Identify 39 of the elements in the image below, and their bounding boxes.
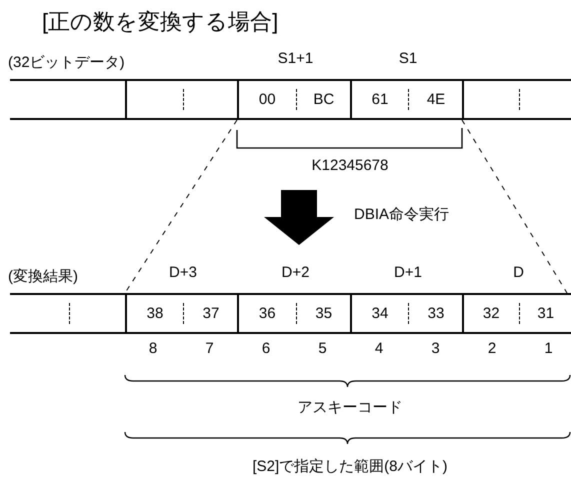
- byte-number: 2: [488, 339, 496, 358]
- byte-value: 37: [202, 304, 220, 323]
- register-cell: [125, 79, 237, 120]
- byte-number: 7: [205, 339, 214, 358]
- register-name: S1+1: [278, 49, 314, 68]
- byte-value: BC: [313, 90, 334, 109]
- byte-number: 3: [431, 339, 440, 358]
- register-cell: [462, 79, 571, 120]
- byte-value: 36: [258, 304, 276, 323]
- bracket-label: K12345678: [312, 156, 388, 175]
- brace-label: アスキーコード: [298, 398, 402, 417]
- register-name: D+2: [282, 263, 310, 282]
- instruction-label: DBIA命令実行: [354, 205, 450, 224]
- byte-value: 4E: [426, 90, 446, 109]
- expansion-line: [124, 120, 238, 294]
- byte-value: 38: [146, 304, 164, 323]
- byte-number: 5: [318, 339, 327, 358]
- byte-number: 8: [148, 339, 158, 358]
- register-caption: (32ビットデータ): [8, 53, 125, 72]
- title: [正の数を変換する場合]: [42, 9, 278, 35]
- brace-label: [S2]で指定した範囲(8バイト): [252, 457, 448, 476]
- register-name: D: [513, 263, 524, 282]
- byte-value: 00: [258, 90, 276, 109]
- register-cell: [10, 293, 125, 334]
- register-name: D+3: [169, 263, 197, 282]
- byte-number: 6: [262, 339, 270, 358]
- byte-number: 1: [544, 339, 553, 358]
- register-caption: (変換結果): [8, 267, 78, 286]
- register-cell: [10, 79, 125, 120]
- byte-value: 34: [372, 304, 388, 323]
- register-name: S1: [398, 49, 418, 68]
- byte-value: 32: [482, 304, 500, 323]
- expansion-line: [462, 120, 568, 294]
- byte-number: 4: [374, 339, 384, 358]
- register-name: D+1: [394, 263, 422, 282]
- byte-value: 35: [315, 304, 332, 323]
- byte-value: 61: [372, 90, 388, 109]
- byte-value: 31: [537, 304, 554, 323]
- byte-value: 33: [428, 304, 444, 323]
